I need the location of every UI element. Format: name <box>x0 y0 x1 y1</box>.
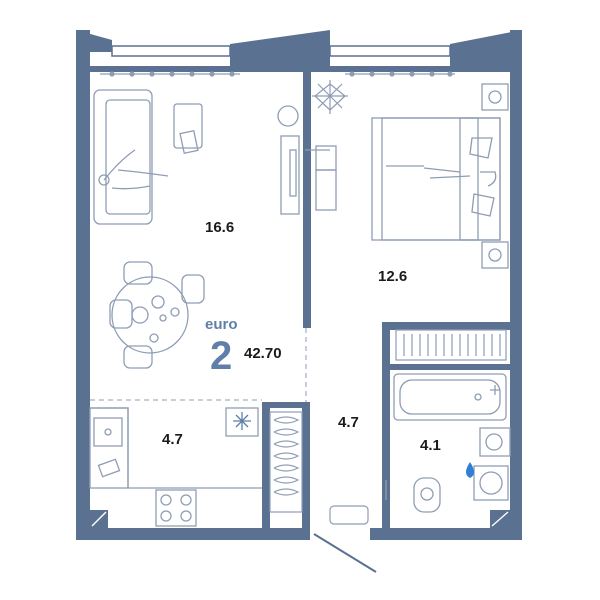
sofa-seat <box>105 99 151 215</box>
living-room-area: 16.6 <box>205 219 235 236</box>
plant-icon <box>312 80 348 114</box>
coffee-table <box>173 103 203 149</box>
dining-chair-bottom <box>123 345 153 369</box>
wall-bath-mid <box>390 364 510 370</box>
window-left <box>111 45 231 57</box>
stove <box>155 489 197 527</box>
person-on-sofa <box>103 149 169 190</box>
radiator <box>395 329 507 361</box>
sink <box>479 427 511 457</box>
hall-closet <box>269 411 303 513</box>
bottom-wall-right <box>370 528 522 540</box>
currency-label: euro <box>205 316 238 333</box>
bottom-wall-left <box>76 528 310 540</box>
right-wall <box>510 30 522 540</box>
snowflake-icon <box>233 412 251 430</box>
water-drop-icon <box>466 462 474 478</box>
entrance-mat <box>329 505 369 525</box>
window-right <box>329 45 451 57</box>
person-on-bed <box>386 165 497 187</box>
nightstand-top <box>481 83 509 111</box>
hall-area: 4.7 <box>338 414 359 431</box>
top-left-wall-corner <box>76 30 112 52</box>
tv-stand <box>280 135 300 215</box>
wall-closet-top <box>262 402 310 408</box>
wall-living-bedroom-top <box>303 66 311 328</box>
wall-top-bedroom <box>311 66 510 72</box>
bed <box>371 117 501 241</box>
bathroom-fixtures <box>385 373 511 513</box>
wall-closet-right <box>302 402 310 528</box>
wall-bath-vertical <box>382 322 390 528</box>
kitchen-fixtures <box>89 407 262 527</box>
kitchen-sink <box>93 417 123 447</box>
entrance-door <box>313 533 377 573</box>
washing-machine <box>473 465 509 501</box>
wall-bedroom-bathroom <box>382 322 510 330</box>
pillow-top <box>469 137 493 159</box>
ventilation-shafts <box>90 510 510 528</box>
plant-pot <box>277 105 299 127</box>
dining-chair-right <box>181 274 205 304</box>
interior-walls <box>90 66 510 528</box>
bedroom-furniture <box>371 83 509 269</box>
top-middle-wall-block <box>230 30 330 68</box>
sofa <box>93 89 153 225</box>
wall-kitchen-hall <box>262 402 270 528</box>
nightstand-bottom <box>481 241 509 269</box>
zone-separators <box>90 328 307 402</box>
dining-chair-top <box>123 261 153 285</box>
bathtub <box>393 373 507 421</box>
fridge <box>225 407 259 437</box>
living-room-furniture <box>93 89 337 369</box>
curtain-rods <box>100 71 455 77</box>
exterior-walls <box>76 30 522 540</box>
toilet <box>413 477 441 513</box>
pillow-bottom <box>471 193 495 217</box>
windows <box>111 45 451 57</box>
dining-table <box>111 276 189 354</box>
wall-top-left-room <box>90 66 303 72</box>
left-wall <box>76 30 90 540</box>
dining-chair-left <box>109 299 133 329</box>
kitchen-area: 4.7 <box>162 431 183 448</box>
rooms-count: 2 <box>210 334 233 378</box>
kitchen-counter <box>89 407 129 489</box>
top-right-wall-block <box>450 30 522 68</box>
total-area: 42.70 <box>244 345 282 362</box>
bathroom-area: 4.1 <box>420 437 441 454</box>
bedroom-area: 12.6 <box>378 268 408 285</box>
